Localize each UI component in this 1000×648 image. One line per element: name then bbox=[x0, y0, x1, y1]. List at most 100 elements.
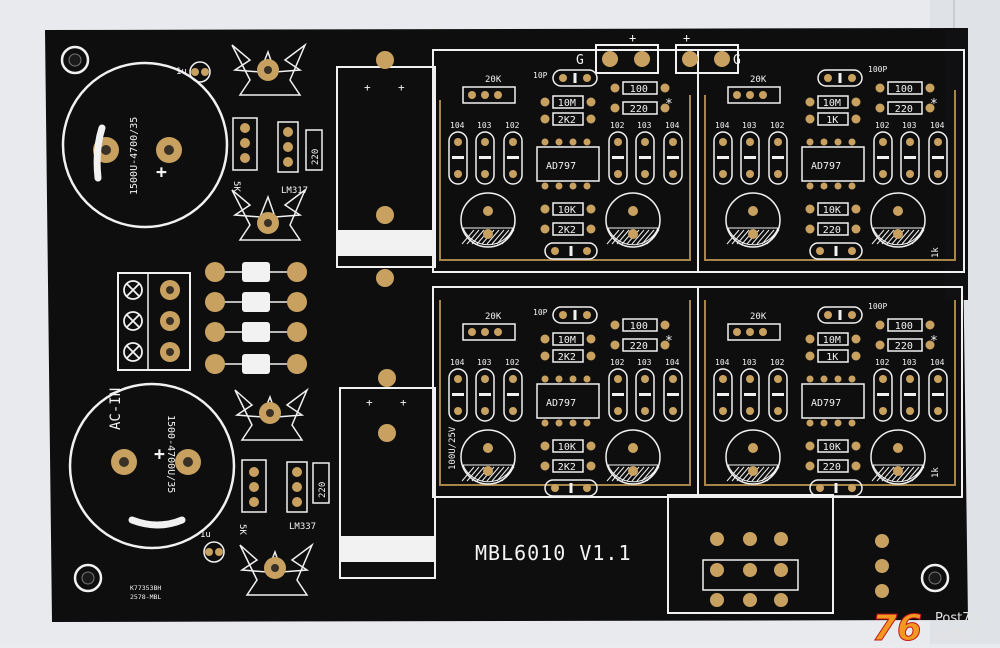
ch4-film2-2-plate bbox=[932, 393, 944, 396]
ch2-elcap-a-outline bbox=[725, 192, 781, 248]
ch3-cap-bot-pad-a bbox=[551, 484, 559, 492]
ch3-film2-2-pad-b bbox=[669, 407, 677, 415]
ch4-elcap-a-hatch bbox=[731, 466, 745, 482]
ch4-film-1-pad-b bbox=[746, 407, 754, 415]
ch2-r2k2-pad-b bbox=[851, 114, 861, 124]
ch4-film-2-plate bbox=[772, 393, 784, 396]
ch4-film-2-outline bbox=[768, 368, 788, 422]
ch3-r100-body bbox=[622, 318, 658, 332]
ch4-cap-100p-pad-b bbox=[848, 311, 856, 319]
ch3-elcap-a-hatch bbox=[466, 466, 480, 482]
ch4-r10k-pad-b bbox=[851, 441, 861, 451]
ch4-elcap-b-hatch bbox=[906, 466, 920, 482]
pot-bottom-label: 5K bbox=[237, 524, 247, 535]
ch4-film-label-1: 103 bbox=[742, 358, 757, 367]
ch4-elcap-a-hatch bbox=[736, 466, 750, 482]
ch1-chip-pin bbox=[583, 182, 591, 190]
ch4-film2-1-outline bbox=[900, 368, 920, 422]
cap-bottom-label: 1500-4700U/35 bbox=[165, 415, 176, 493]
ch1-elcap-b-hatch bbox=[616, 229, 630, 245]
ch3-cap-bot-plate bbox=[569, 483, 573, 493]
ch4-elcap-a-hatch bbox=[751, 466, 765, 482]
block-bottom-plus-2: + bbox=[400, 396, 407, 409]
ch3-elcap-b-hatch bbox=[611, 466, 625, 482]
ch2-elcap-b-hatch-area bbox=[872, 227, 924, 246]
ch2-chip-pin bbox=[834, 182, 842, 190]
ch2-r100-body bbox=[887, 81, 923, 95]
ch1-elcap-a-hatch-area bbox=[462, 227, 514, 246]
ch4-elcap-a-pad-a bbox=[748, 443, 758, 453]
ch1-film-1-pad-a bbox=[481, 138, 489, 146]
ch3-trim-outline bbox=[462, 323, 516, 341]
ch3-elcap-a-hatch bbox=[471, 466, 485, 482]
ch3-chip-pin bbox=[583, 419, 591, 427]
ch4-r100-body bbox=[887, 318, 923, 332]
ch2-elcap-b-pad-b bbox=[893, 229, 903, 239]
ch2-elcap-b-outline bbox=[870, 192, 926, 248]
ch1-film2-0-pad-b bbox=[614, 170, 622, 178]
ch4-chip-pin bbox=[848, 419, 856, 427]
ch3-r2k2-pad-a bbox=[540, 351, 550, 361]
board-code-2: 2578-MBL bbox=[130, 593, 161, 601]
ch2-film2-2-plate bbox=[932, 156, 944, 159]
ch1-r10m-pad-b bbox=[586, 97, 596, 107]
ch4-chip-pin bbox=[834, 419, 842, 427]
ch3-film2-label-0: 102 bbox=[610, 358, 625, 367]
ch4-cap-bot-pad-a bbox=[816, 484, 824, 492]
ch4-r100-label: 100 bbox=[895, 321, 913, 332]
ch3-chip-label: AD797 bbox=[546, 398, 576, 409]
ch4-elcap-a-hatch bbox=[756, 466, 770, 482]
ch4-cap-100p-outline bbox=[817, 306, 863, 324]
ch3-r100-label: 100 bbox=[630, 321, 648, 332]
ch4-elcap-b-hatch bbox=[876, 466, 890, 482]
ch1-elcap-b-hatch-area bbox=[607, 227, 659, 246]
ch2-film2-label-0: 102 bbox=[875, 121, 890, 130]
ch1-film2-1-pad-a bbox=[641, 138, 649, 146]
ch4-r10m-pad-b bbox=[851, 334, 861, 344]
ch2-r10k-pad-b bbox=[851, 204, 861, 214]
ch2-trim-pad bbox=[759, 91, 767, 99]
ch1-film-2-plate bbox=[507, 156, 519, 159]
ch2-cap-100p-pad-b bbox=[848, 74, 856, 82]
ch3-chip-pin bbox=[555, 375, 563, 383]
ch3-chip-pin bbox=[555, 419, 563, 427]
ch1-elcap-a-hatch bbox=[461, 229, 475, 245]
ch3-trim-pad bbox=[468, 328, 476, 336]
board-code-1: K77353BH bbox=[130, 584, 161, 592]
ch4-r10k-body bbox=[817, 439, 849, 453]
ch4-r10k-pad-a bbox=[805, 441, 815, 451]
ch4-elcap-b-hatch bbox=[911, 466, 925, 482]
ch2-chip-pin bbox=[848, 182, 856, 190]
ch3-trim-pad bbox=[481, 328, 489, 336]
ch2-r10m-label: 10M bbox=[823, 98, 841, 109]
ch2-elcap-b-hatch bbox=[876, 229, 890, 245]
ch4-film-2-pad-b bbox=[774, 407, 782, 415]
ch1-film2-2-plate bbox=[667, 156, 679, 159]
ch3-elcap-b-pad-a bbox=[628, 443, 638, 453]
ch3-cap-100p-pad-b bbox=[583, 311, 591, 319]
ch4-film-2-pad-a bbox=[774, 375, 782, 383]
output-connectors bbox=[595, 44, 739, 74]
ch2-film2-0-pad-b bbox=[879, 170, 887, 178]
ch1-r100-pad-a bbox=[610, 83, 620, 93]
ch3-film2-1-outline bbox=[635, 368, 655, 422]
ch2-cap-bot-pad-b bbox=[848, 247, 856, 255]
ch3-elcap-a-hatch bbox=[486, 466, 500, 482]
ch4-r220-pad-b bbox=[925, 340, 935, 350]
ch1-r10k-pad-a bbox=[540, 204, 550, 214]
ch2-elcap-a-hatch bbox=[731, 229, 745, 245]
ch3-cap-100p-plate bbox=[573, 310, 577, 320]
ch3-r2k2b-body bbox=[552, 459, 584, 473]
ch1-film2-0-plate bbox=[612, 156, 624, 159]
ch1-elcap-a-hatch bbox=[491, 229, 505, 245]
ch2-film-0-pad-a bbox=[719, 138, 727, 146]
ch2-film2-0-plate bbox=[877, 156, 889, 159]
ch2-elcap-a-hatch-area bbox=[727, 227, 779, 246]
ch1-r100-body bbox=[622, 81, 658, 95]
ch3-film-2-plate bbox=[507, 393, 519, 396]
ch1-film2-1-pad-b bbox=[641, 170, 649, 178]
ch2-film2-1-pad-b bbox=[906, 170, 914, 178]
ch2-chip-outline bbox=[801, 146, 865, 182]
ch2-chip-pin bbox=[806, 138, 814, 146]
ch2-r100-label: 100 bbox=[895, 84, 913, 95]
